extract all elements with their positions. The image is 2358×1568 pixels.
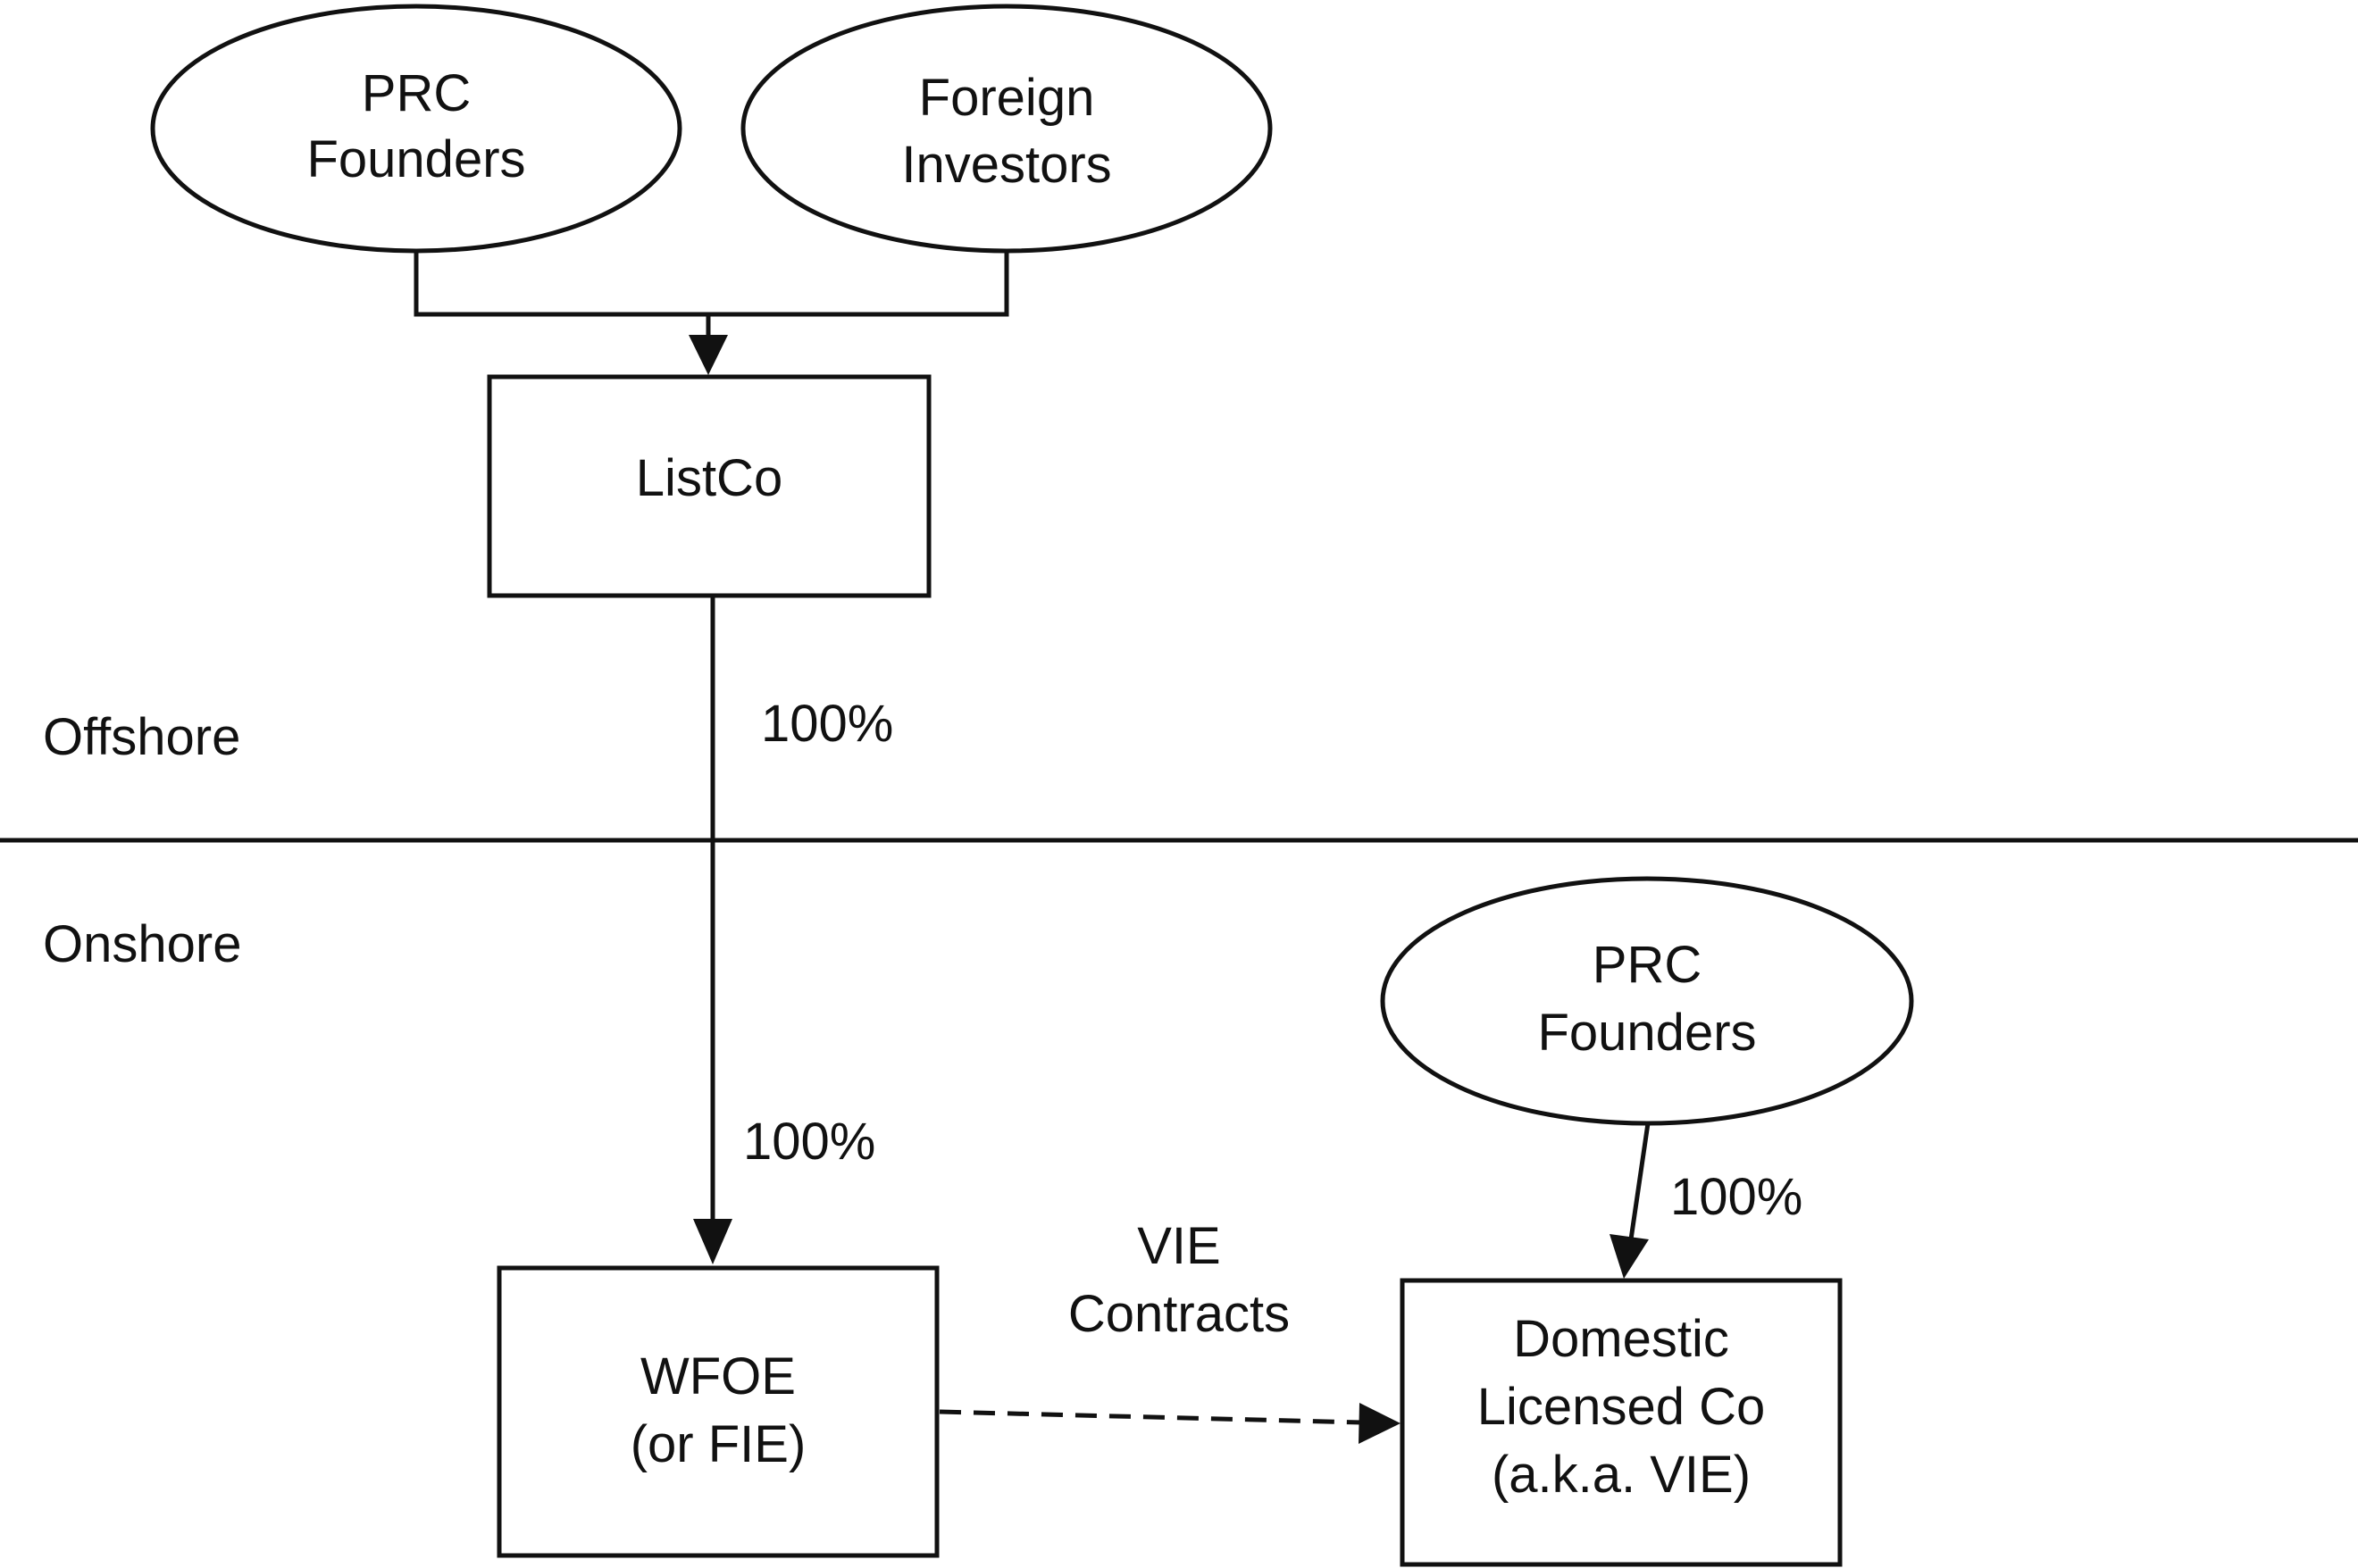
wfoe-node[interactable]: WFOE (or FIE): [497, 1265, 940, 1558]
domestic-licensed-co-node[interactable]: Domestic Licensed Co (a.k.a. VIE): [1400, 1278, 1843, 1567]
foreign-investors-line-2: Investors: [901, 136, 1111, 194]
prc-founders-top-node[interactable]: PRC Founders: [150, 4, 682, 254]
listco-offshore-percent: 100%: [761, 695, 893, 753]
listco-node[interactable]: ListCo: [487, 374, 932, 598]
foreign-investors-node[interactable]: Foreign Investors: [740, 4, 1273, 254]
domestic-licensed-co-line-1: Domestic: [1513, 1310, 1729, 1368]
vie-contracts-arrowhead: [1359, 1403, 1401, 1444]
vie-contracts-label-line-2: Contracts: [1068, 1285, 1290, 1343]
prc-founders-bottom-line-1: PRC: [1593, 936, 1702, 994]
prc-founders-top-line-1: PRC: [362, 64, 471, 122]
offshore-label: Offshore: [43, 708, 240, 766]
wfoe-line-2: (or FIE): [631, 1415, 807, 1473]
vie-contracts-line: [939, 1409, 1363, 1425]
prc-founders-top-line-2: Founders: [306, 130, 525, 188]
onshore-label: Onshore: [43, 915, 241, 973]
listco-label: ListCo: [636, 449, 782, 507]
domestic-licensed-co-line-2: Licensed Co: [1477, 1378, 1765, 1436]
foreign-investors-line-1: Foreign: [919, 69, 1095, 127]
domestic-arrowhead: [1610, 1234, 1649, 1279]
prc-founders-bottom-line-2: Founders: [1537, 1004, 1756, 1062]
listco-arrowhead: [689, 335, 728, 375]
domestic-licensed-co-line-3: (a.k.a. VIE): [1492, 1446, 1751, 1504]
wfoe-line-1: WFOE: [640, 1347, 796, 1405]
vie-contracts-label-line-1: VIE: [1137, 1217, 1221, 1275]
owners-to-listco-connector: [414, 251, 1009, 317]
founders-to-domestic-line: [1628, 1122, 1651, 1240]
wfoe-arrowhead: [693, 1219, 732, 1264]
founders-to-domestic-percent: 100%: [1670, 1168, 1802, 1226]
listco-to-wfoe-percent: 100%: [743, 1113, 875, 1171]
prc-founders-bottom-node[interactable]: PRC Founders: [1380, 876, 1914, 1126]
